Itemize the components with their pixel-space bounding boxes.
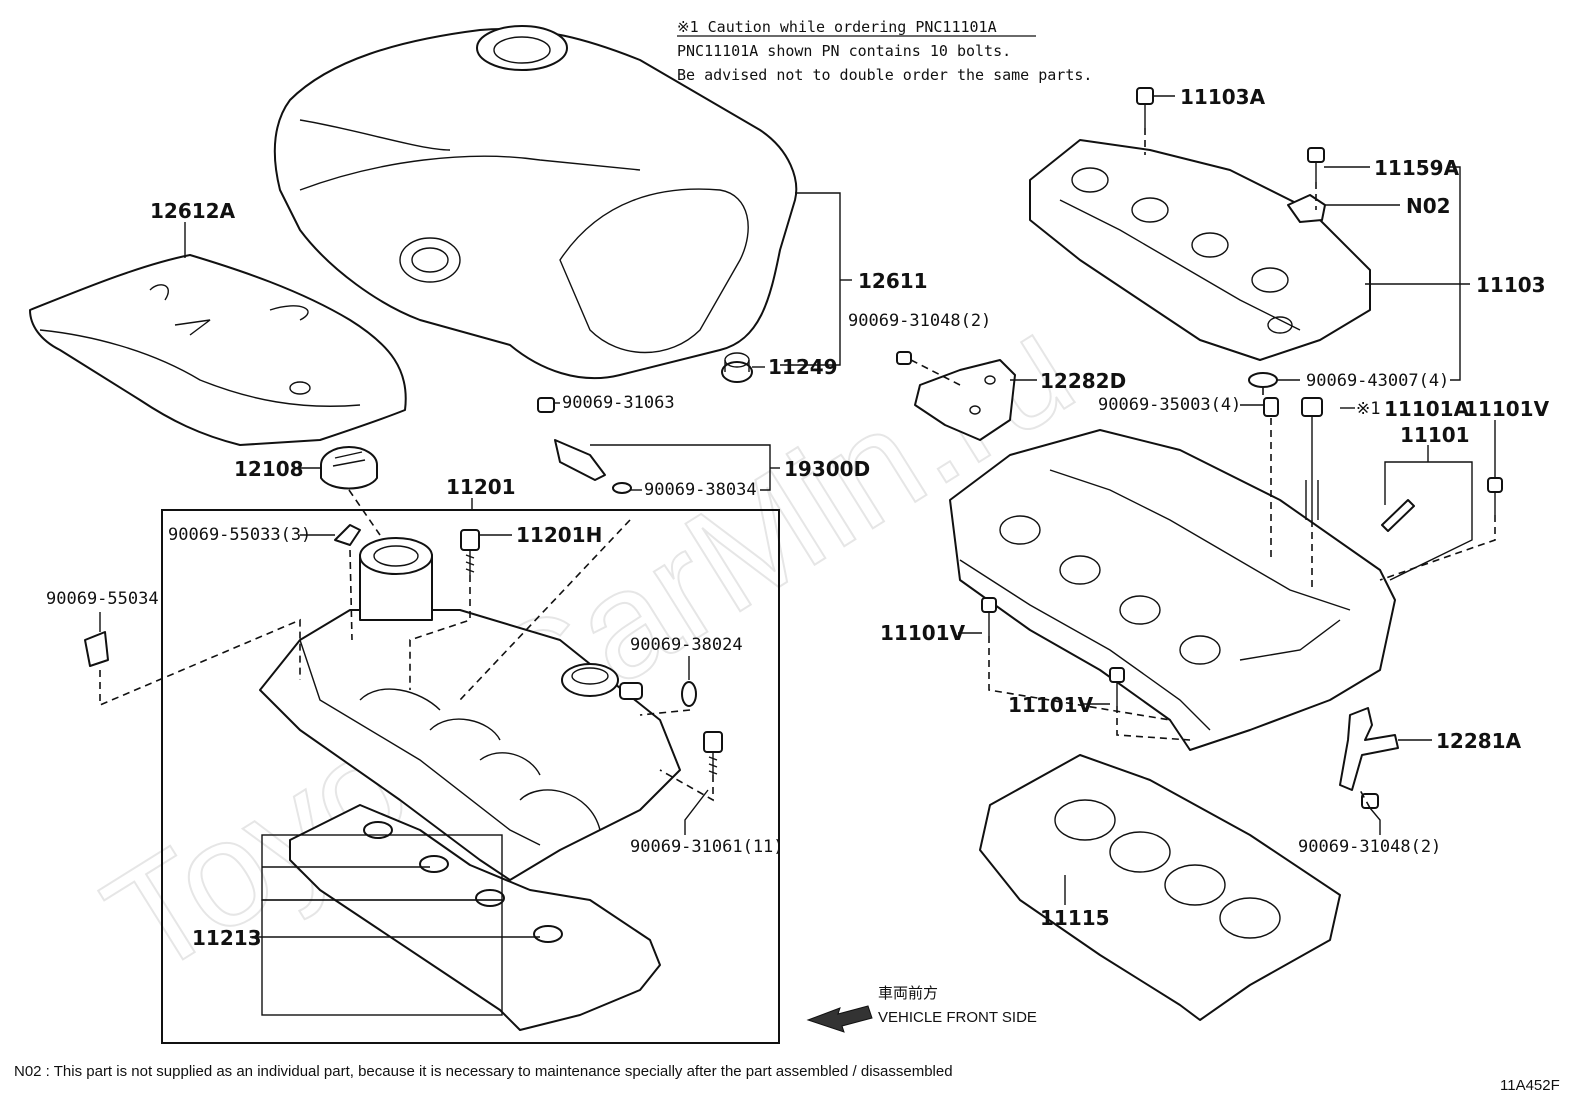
cylinder-head-cover-11201 — [259, 537, 681, 881]
engine-cover-12611 — [273, 25, 798, 380]
label-19300D: 19300D — [784, 457, 870, 481]
label-11101A-mark: ※1 — [1356, 399, 1380, 419]
label-90069-55034: 90069-55034 — [46, 589, 159, 609]
caution-note-line1: ※1 Caution while ordering PNC11101A — [677, 18, 997, 36]
label-11101V-right: 11101V — [1464, 397, 1550, 421]
label-11103: 11103 — [1476, 273, 1546, 297]
bolt-11201H — [460, 529, 480, 575]
stud-11101 — [1381, 499, 1415, 532]
label-90069-31061: 90069-31061(11) — [630, 837, 784, 857]
label-11115: 11115 — [1040, 906, 1110, 930]
bracket-12281A — [1339, 707, 1399, 791]
bolt-11103A — [1136, 87, 1154, 128]
label-11101A: 11101A — [1384, 397, 1470, 421]
vehicle-front-label-en: VEHICLE FRONT SIDE — [878, 1009, 1037, 1026]
label-11201H: 11201H — [516, 523, 602, 547]
bolt-11101V-left — [981, 597, 997, 636]
label-12611: 12611 — [858, 269, 928, 293]
o-ring-90069-43007 — [1248, 372, 1278, 388]
label-90069-31063: 90069-31063 — [562, 393, 675, 413]
n02-footnote: N02 : This part is not supplied as an in… — [14, 1063, 953, 1080]
o-ring-90069-38024 — [681, 681, 697, 707]
label-12108: 12108 — [234, 457, 304, 481]
label-11101V-left: 11101V — [880, 621, 966, 645]
bolt-11159A — [1307, 147, 1325, 182]
label-90069-55033: 90069-55033(3) — [168, 525, 311, 545]
cylinder-head-11101 — [949, 429, 1396, 751]
clip-90069-55033 — [334, 524, 361, 546]
label-90069-38034: 90069-38034 — [644, 480, 757, 500]
label-12282D: 12282D — [1040, 369, 1126, 393]
cylinder-head-gasket-11115 — [979, 754, 1341, 1021]
label-11249: 11249 — [768, 355, 838, 379]
label-90069-43007: 90069-43007(4) — [1306, 371, 1449, 391]
label-90069-31048-upper: 90069-31048(2) — [848, 311, 991, 331]
camshaft-housing-11103 — [1029, 139, 1371, 361]
caution-note-line2: PNC11101A shown PN contains 10 bolts. — [677, 42, 1011, 60]
label-90069-35003: 90069-35003(4) — [1098, 395, 1241, 415]
vehicle-front-label-jp: 車両前方 — [878, 985, 938, 1002]
gasket-group-box-lower — [261, 899, 503, 1016]
part-N02 — [1287, 194, 1326, 223]
label-11101: 11101 — [1400, 423, 1470, 447]
label-12612A: 12612A — [150, 199, 236, 223]
grommet-11249 — [721, 352, 753, 383]
bolt-90069-31061 — [703, 731, 723, 775]
bolt-11101V-right — [1487, 477, 1503, 515]
label-N02: N02 — [1406, 194, 1451, 218]
label-90069-38024: 90069-38024 — [630, 635, 743, 655]
label-11213: 11213 — [192, 926, 262, 950]
caution-note: ※1 Caution while ordering PNC11101A PNC1… — [677, 18, 1092, 84]
label-12281A: 12281A — [1436, 729, 1522, 753]
caution-note-line3: Be advised not to double order the same … — [677, 66, 1092, 84]
bolt-90069-31048-upper — [896, 351, 912, 365]
bolt-11101V-bottom — [1109, 667, 1125, 706]
bolt-90069-31048-lower — [1361, 793, 1379, 809]
cover-12612A — [29, 254, 407, 446]
oil-filler-cap-12108 — [320, 446, 378, 490]
cylinder-head-cover-gasket-11213 — [289, 804, 661, 1031]
bolt-11101A — [1301, 397, 1323, 520]
label-11103A: 11103A — [1180, 85, 1266, 109]
label-11201: 11201 — [446, 475, 516, 499]
figure-id: 11A452F — [1500, 1077, 1560, 1094]
valve-cover-group-frame — [161, 509, 780, 1044]
vehicle-front-arrow — [806, 1005, 873, 1033]
dowel-90069-35003 — [1263, 397, 1279, 417]
label-11159A: 11159A — [1374, 156, 1460, 180]
clip-90069-55034 — [84, 631, 109, 667]
leader-lines — [99, 95, 1496, 938]
camshaft-sensor-19300D — [537, 397, 632, 494]
label-90069-31048-lower: 90069-31048(2) — [1298, 837, 1441, 857]
label-11101V-bottom: 11101V — [1008, 693, 1094, 717]
dashed-lines — [99, 128, 1496, 809]
bracket-12282D — [914, 359, 1016, 441]
